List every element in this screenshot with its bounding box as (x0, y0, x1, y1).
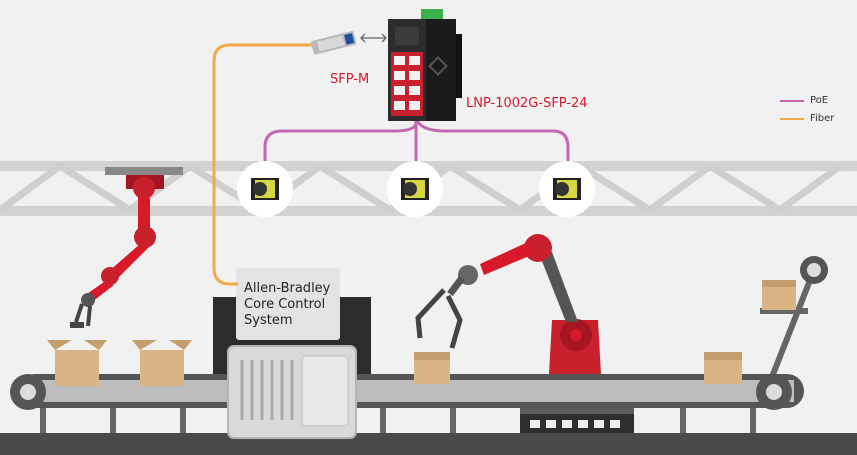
robot-arm-icon (70, 167, 183, 328)
control-system-label-line: Core Control (244, 297, 326, 312)
cardboard-box-icon (47, 340, 107, 386)
legend-swatch-poe (780, 99, 804, 102)
switch-model-label: LNP-1002G-SFP-24 (466, 96, 588, 111)
legend-swatch-fiber (780, 117, 804, 120)
cardboard-box-icon (414, 352, 450, 384)
poe-cable-right (414, 117, 570, 163)
legend-item-fiber: Fiber (780, 113, 834, 124)
poe-cable-left (263, 117, 419, 163)
double-arrow-icon (360, 33, 387, 43)
sfp-module-label: SFP-M (330, 72, 370, 87)
robot-arm-icon (415, 234, 634, 434)
conveyor-roller (760, 256, 828, 384)
cardboard-box-icon (762, 280, 796, 310)
control-cabinet-icon (227, 345, 357, 439)
control-system-label-line: System (244, 313, 293, 328)
fiber-cable (212, 43, 330, 286)
control-system-label-line: Allen-Bradley (244, 281, 331, 296)
legend-item-poe: PoE (780, 95, 828, 106)
legend-label-poe: PoE (810, 95, 829, 106)
network-switch-icon (388, 9, 462, 121)
ip-camera-icon (237, 161, 293, 217)
sfp-module-icon (311, 31, 357, 55)
cardboard-box-icon (132, 340, 192, 386)
conveyor-belt-icon (0, 374, 857, 455)
ip-camera-icon (539, 161, 595, 217)
ip-camera-icon (387, 161, 443, 217)
legend-label-fiber: Fiber (810, 113, 835, 124)
control-sign-board (236, 268, 340, 340)
cardboard-box-icon (704, 352, 742, 384)
control-system-label: Allen-Bradley Core Control System (244, 281, 344, 329)
cables (212, 43, 570, 286)
